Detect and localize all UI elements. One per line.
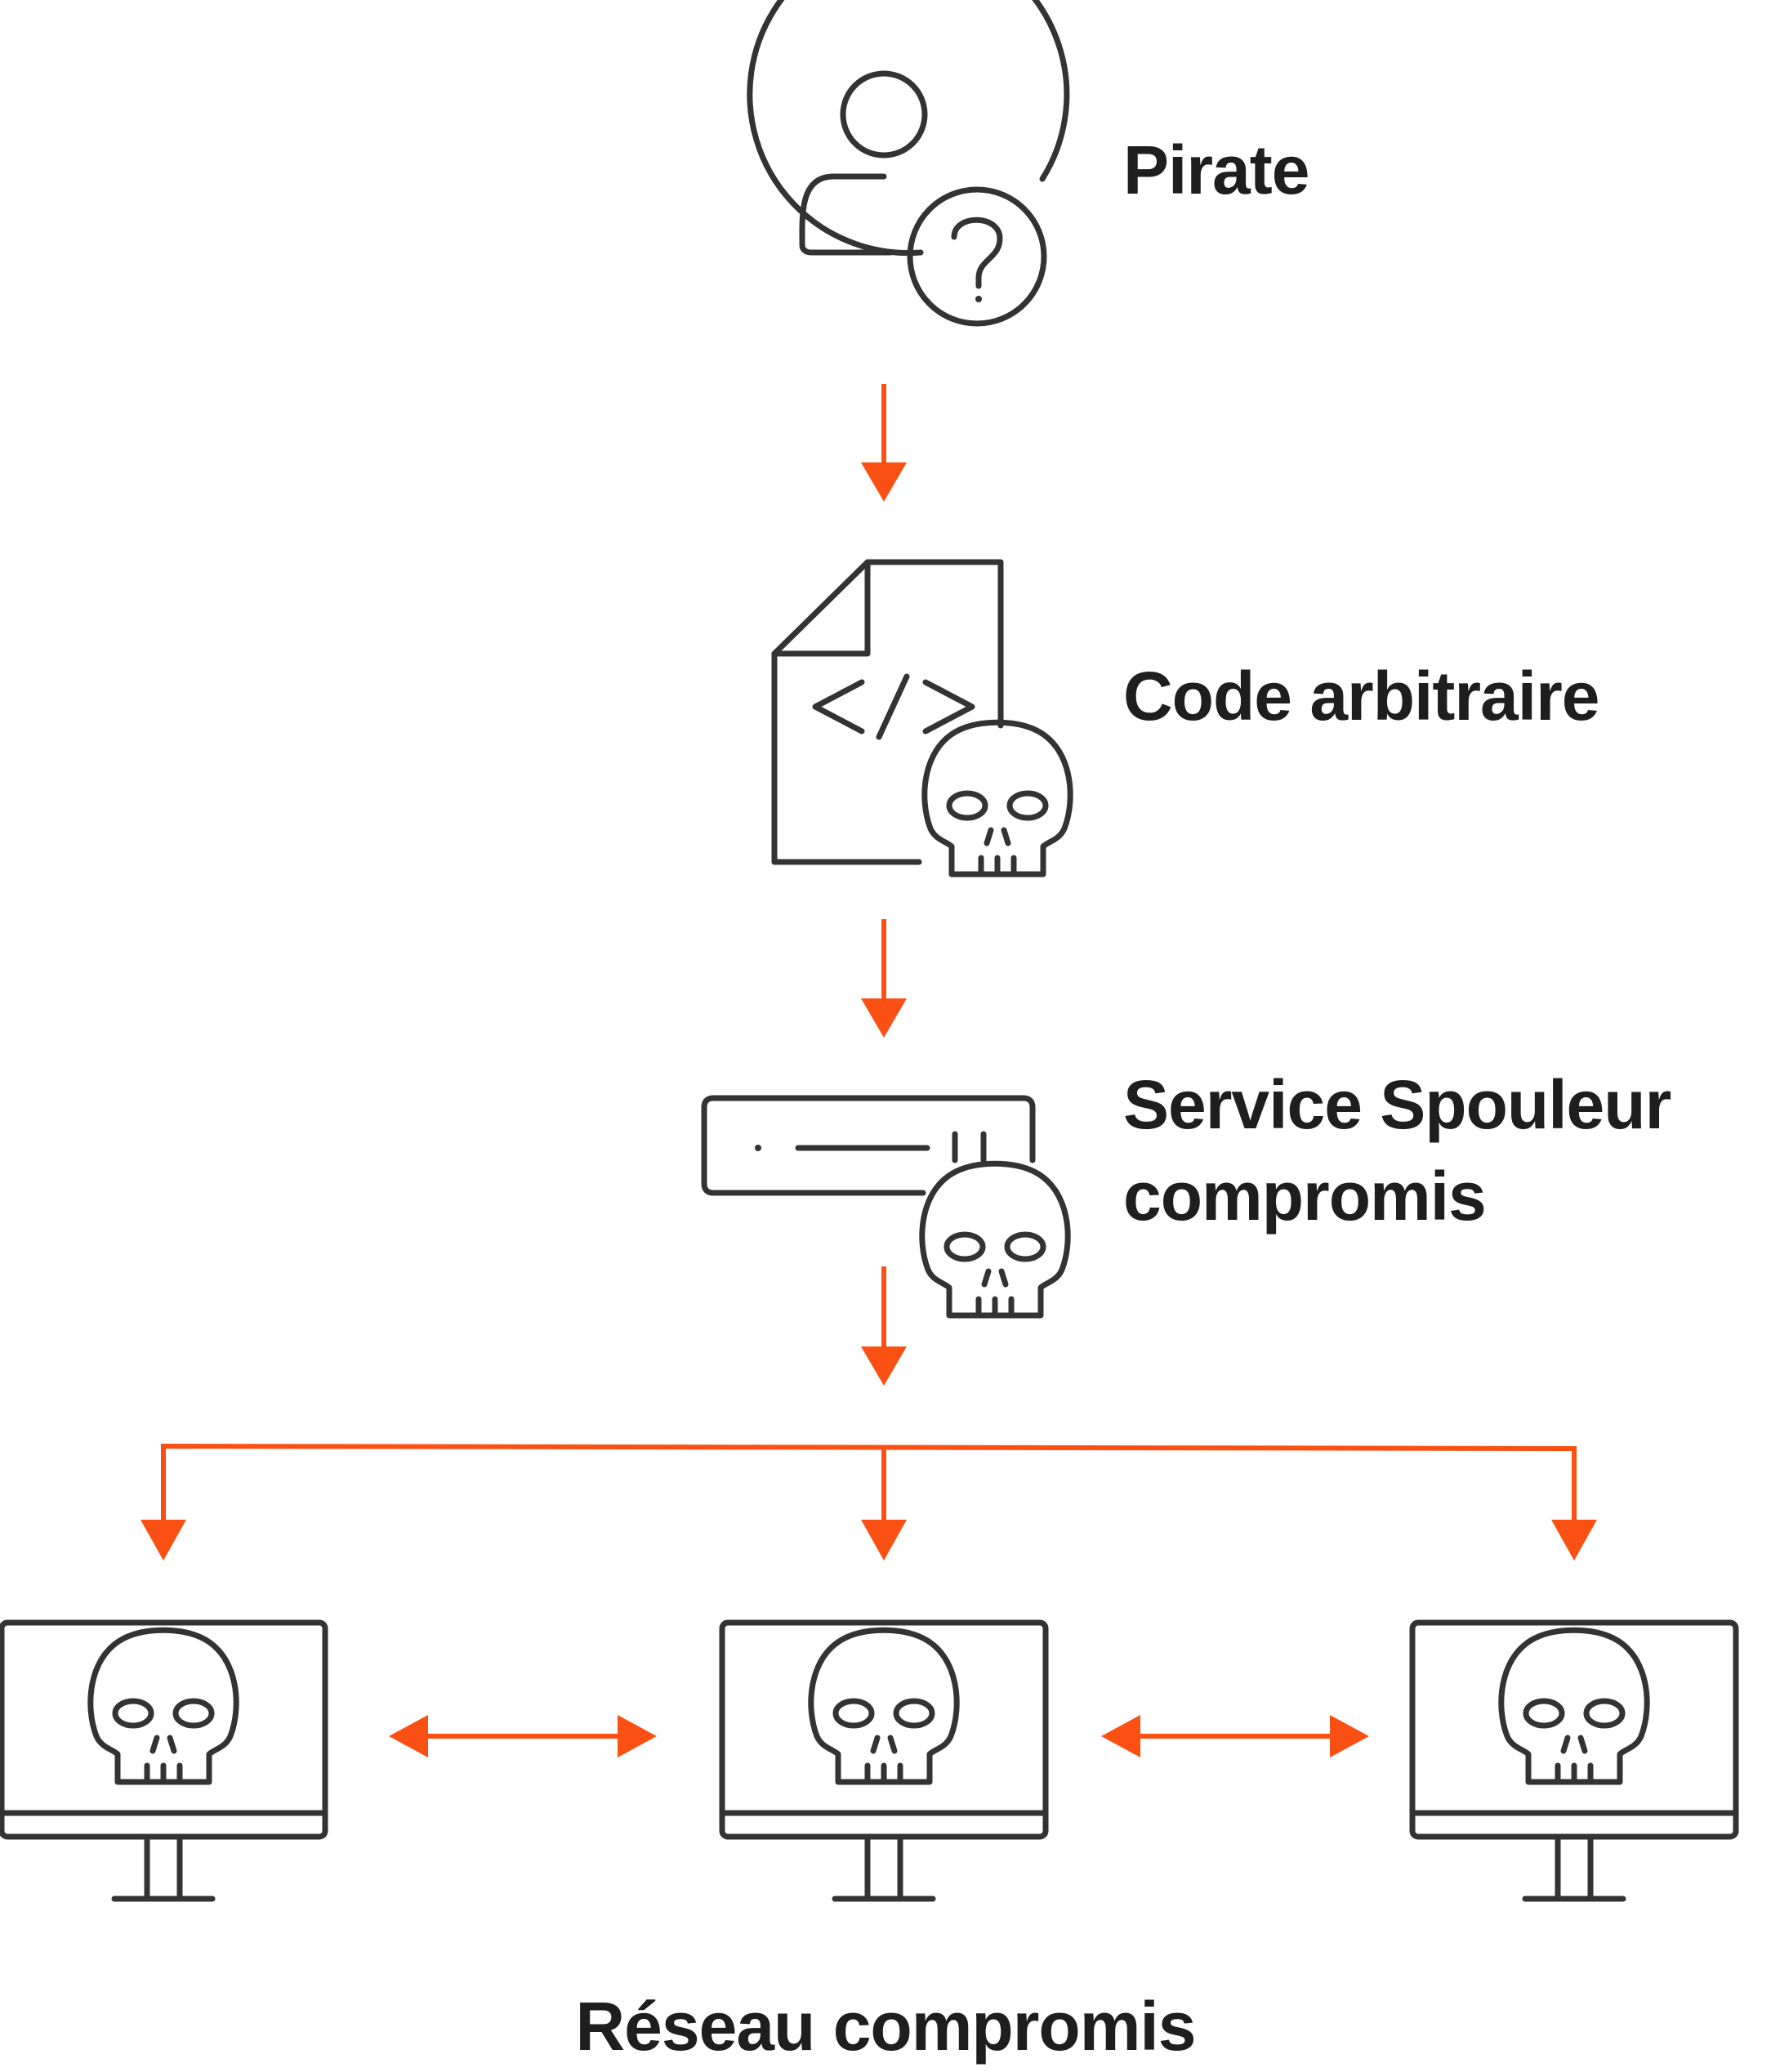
user-question-icon [747,0,1070,327]
arrow-code-to-spooler [861,919,907,1038]
code-label: Code arbitraire [1123,658,1600,735]
network-label: Réseau compromis [575,1988,1197,2065]
bidirectional-arrow-left [389,1715,657,1757]
server-skull-icon [701,1095,1068,1315]
arrow-spooler-to-network [861,1266,907,1386]
monitor-skull-icon-left [2,1623,325,1899]
attacker-label: Pirate [1123,132,1309,208]
network-distribution-arrows [141,1443,1597,1561]
monitor-skull-icon-center [722,1623,1046,1899]
bidirectional-arrow-right [1101,1715,1369,1757]
code-file-skull-icon [771,559,1070,874]
spooler-label-line1: Service Spouleur [1123,1066,1671,1143]
monitor-skull-icon-right [1412,1623,1736,1899]
spooler-label-line2: compromis [1123,1158,1487,1235]
arrow-attacker-to-code [861,384,907,502]
